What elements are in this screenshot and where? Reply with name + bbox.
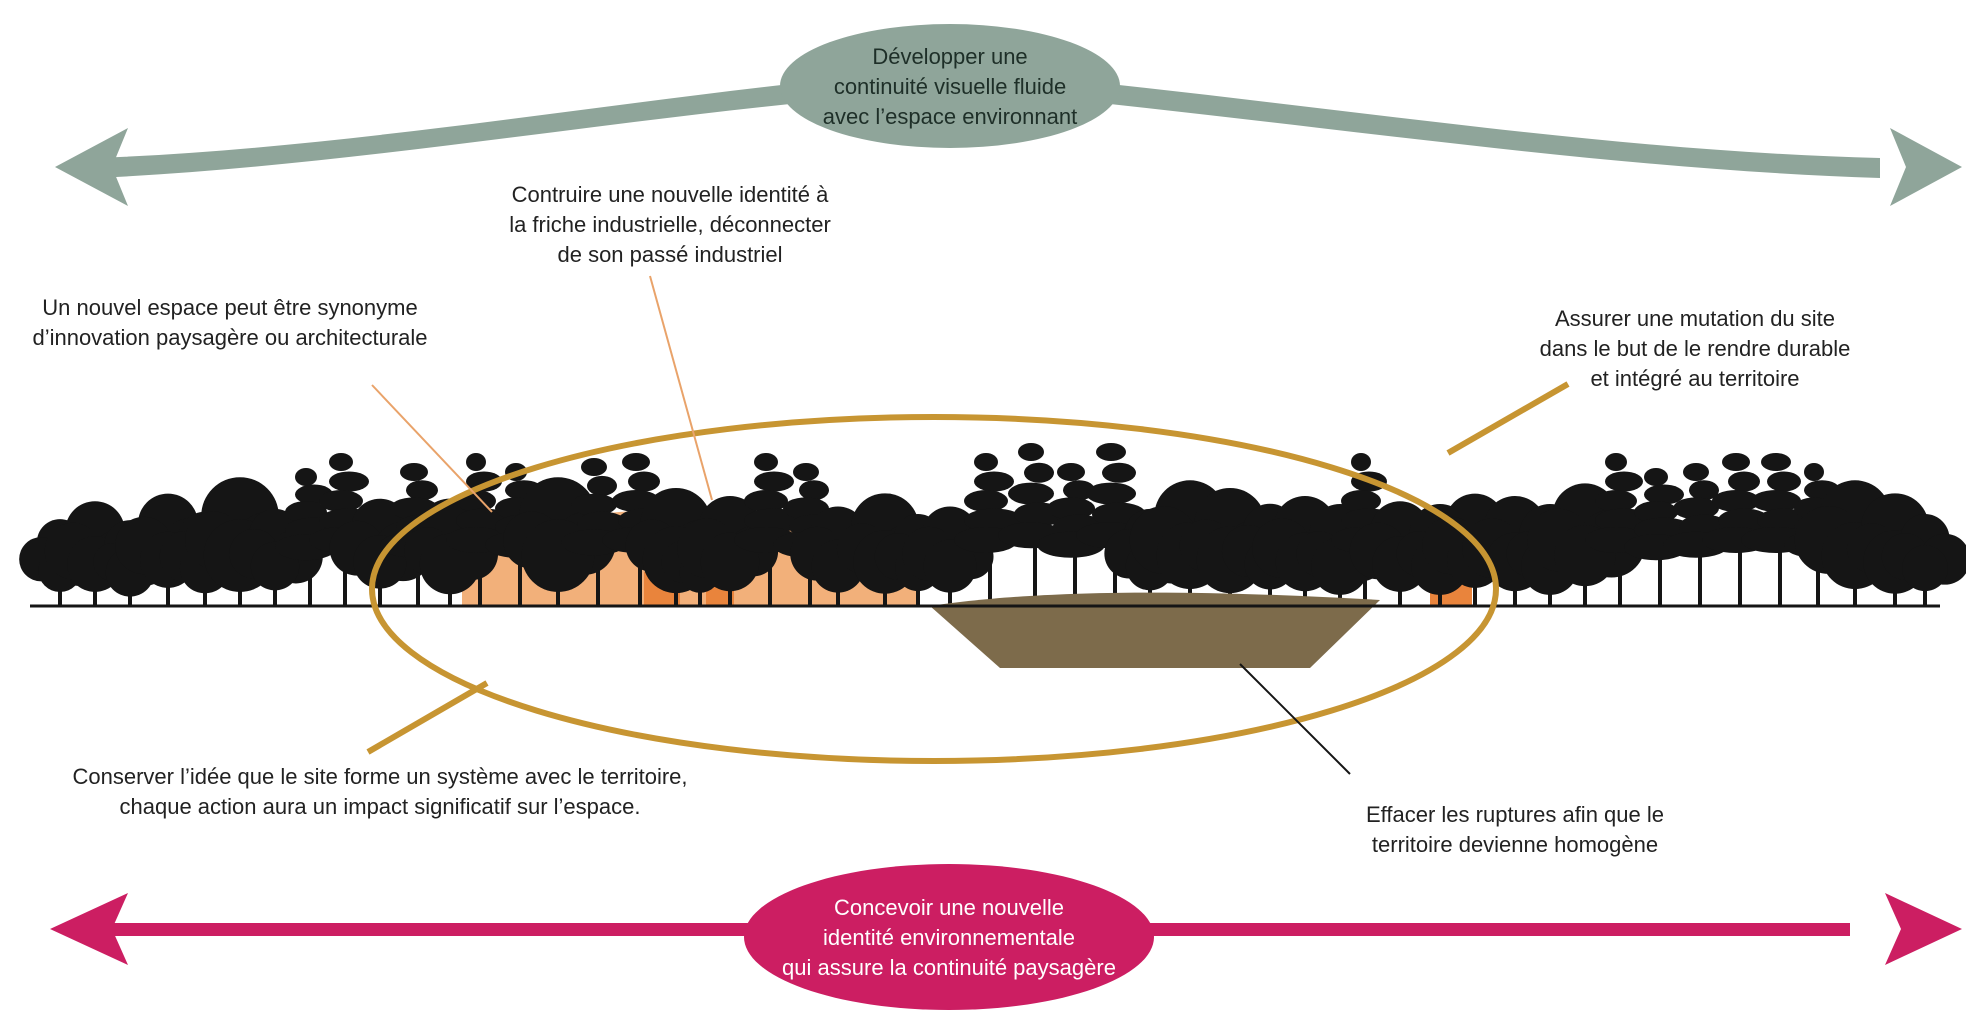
- bottom-bubble-line-3: qui assure la continuité paysagère: [782, 954, 1116, 980]
- top-arrow-band: [95, 84, 1880, 178]
- bottom-bubble-line-2: identité environnementale: [823, 924, 1075, 950]
- label-system-line-1: Conserver l’idée que le site forme un sy…: [72, 764, 688, 789]
- tree-line: [19, 443, 1966, 606]
- site-ellipse: [369, 414, 1499, 764]
- bottom-double-arrow: [50, 864, 1962, 1010]
- label-mutation-line-2: dans le but de le rendre durable: [1539, 336, 1851, 361]
- leader-identity: [649, 275, 713, 501]
- label-ruptures-line-1: Effacer les ruptures afin que le: [1366, 802, 1664, 827]
- tree-silhouette: [1881, 514, 1966, 606]
- right-arrowhead: [1890, 128, 1962, 206]
- connector-mutation: [1446, 381, 1570, 456]
- left-arrowhead: [55, 128, 128, 206]
- bottom-bubble-line-1: Concevoir une nouvelle: [834, 894, 1064, 920]
- top-bubble-shape: [780, 24, 1120, 148]
- label-innovation-line-1: Un nouvel espace peut être synonyme: [42, 295, 418, 320]
- bottom-left-arrowhead: [50, 893, 128, 965]
- bottom-bubble-shape: [744, 864, 1154, 1010]
- top-bubble-line-2: continuité visuelle fluide: [833, 74, 1067, 99]
- earth-mound: [930, 592, 1380, 668]
- tree-silhouette: [954, 453, 1024, 606]
- top-bubble-line-3: avec l’espace environnant: [822, 104, 1078, 129]
- connector-system: [366, 680, 489, 755]
- top-bubble-line-1: Développer une: [872, 44, 1028, 69]
- label-mutation-line-1: Assurer une mutation du site: [1554, 306, 1836, 331]
- top-double-arrow: [55, 24, 1962, 206]
- leader-innovation: [371, 384, 493, 513]
- bottom-right-arrowhead: [1885, 893, 1962, 965]
- label-new-identity-line-2: la friche industrielle, déconnecter: [509, 212, 831, 237]
- label-new-identity-line-1: Contruire une nouvelle identité à: [511, 182, 829, 207]
- top-bubble-text: Développer une continuité visuelle fluid…: [780, 24, 1120, 150]
- label-new-identity-line-3: de son passé industriel: [557, 242, 783, 267]
- label-ruptures-line-2: territoire devienne homogène: [1371, 832, 1659, 857]
- bottom-bubble-text: Concevoir une nouvelle identité environn…: [744, 865, 1154, 1010]
- leader-ruptures: [1239, 663, 1351, 775]
- label-innovation-line-2: d’innovation paysagère ou architecturale: [32, 325, 428, 350]
- label-innovation: Un nouvel espace peut être synonyme d’in…: [0, 293, 460, 353]
- tree-silhouette: [1741, 453, 1811, 606]
- label-mutation: Assurer une mutation du site dans le but…: [1500, 304, 1890, 394]
- label-mutation-line-3: et intégré au territoire: [1590, 366, 1800, 391]
- label-system: Conserver l’idée que le site forme un sy…: [30, 762, 730, 822]
- label-new-identity: Contruire une nouvelle identité à la fri…: [450, 180, 890, 270]
- label-ruptures: Effacer les ruptures afin que le territo…: [1300, 800, 1730, 860]
- label-system-line-2: chaque action aura un impact significati…: [119, 794, 641, 819]
